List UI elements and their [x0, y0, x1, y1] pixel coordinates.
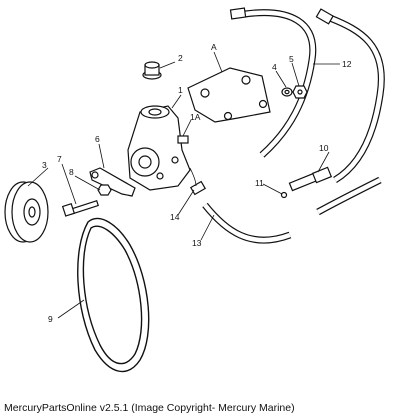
- reservoir-cap-2[interactable]: [142, 61, 162, 80]
- callout-labels: 2 A 1 1A 4 5 12 6 7 8 3 10 11 14 13 9: [42, 42, 352, 324]
- hose-10-fitting[interactable]: [288, 166, 333, 192]
- copyright-caption: MercuryPartsOnline v2.5.1 (Image Copyrig…: [4, 402, 295, 414]
- fitting-14[interactable]: [189, 167, 207, 196]
- callout-10: 10: [319, 143, 329, 153]
- callout-14: 14: [170, 212, 180, 222]
- callout-8: 8: [69, 167, 74, 177]
- callout-5: 5: [289, 54, 294, 64]
- callout-13: 13: [192, 238, 202, 248]
- nut-8[interactable]: [97, 184, 112, 196]
- o-ring-11[interactable]: [280, 191, 288, 199]
- callout-1: 1: [178, 85, 183, 95]
- leader-lines: [27, 51, 340, 319]
- drive-belt-9[interactable]: [77, 217, 150, 373]
- power-steering-pump-1[interactable]: [127, 105, 191, 191]
- parts-diagram: 2 A 1 1A 4 5 12 6 7 8 3 10 11 14 13 9: [4, 7, 385, 373]
- callout-11: 11: [255, 178, 264, 188]
- callout-6: 6: [95, 134, 100, 144]
- hose-13[interactable]: [202, 176, 382, 244]
- callout-9: 9: [48, 314, 53, 324]
- pulley-3[interactable]: [4, 181, 49, 243]
- brace-6[interactable]: [89, 167, 136, 197]
- callout-a: A: [211, 42, 217, 52]
- callout-12: 12: [342, 59, 352, 69]
- nut-5[interactable]: [292, 85, 308, 99]
- hose-10[interactable]: [315, 8, 385, 184]
- callout-1a: 1A: [190, 112, 201, 122]
- hose-12[interactable]: [229, 7, 317, 158]
- fitting-1a[interactable]: [177, 135, 189, 144]
- bracket-a[interactable]: [187, 67, 271, 123]
- bolt-7[interactable]: [61, 200, 99, 217]
- callout-4: 4: [272, 62, 277, 72]
- callout-7: 7: [57, 154, 62, 164]
- callout-2: 2: [178, 53, 183, 63]
- washer-4[interactable]: [281, 87, 293, 97]
- callout-3: 3: [42, 160, 47, 170]
